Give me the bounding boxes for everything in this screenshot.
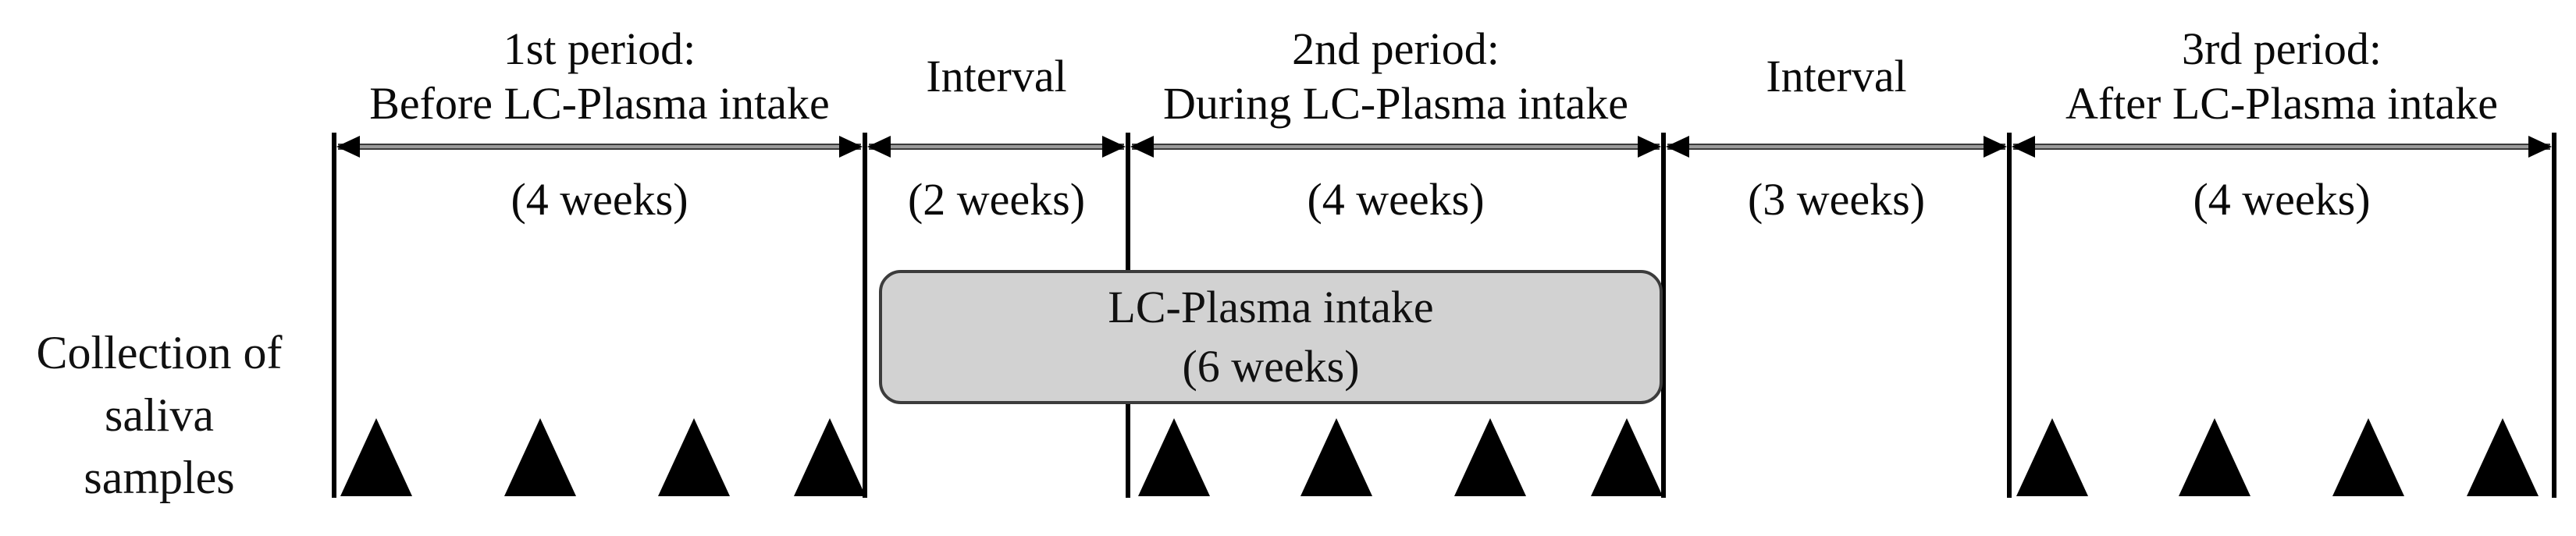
double-arrow-period-2	[1130, 135, 1661, 158]
saliva-sample-marker	[2179, 418, 2250, 496]
segment-title-period-2: 2nd period: During LC-Plasma intake	[1128, 14, 1663, 139]
saliva-sample-marker	[1138, 418, 1210, 496]
segment-title-line: 2nd period:	[1292, 23, 1500, 74]
saliva-sample-marker	[2467, 418, 2539, 496]
arrow-head-right-icon	[1984, 136, 2007, 158]
segment-title-period-1: 1st period: Before LC-Plasma intake	[334, 14, 865, 139]
segment-title-line: Interval	[1766, 51, 1907, 101]
arrow-head-right-icon	[839, 136, 863, 158]
timeline-boundary-line	[2552, 133, 2556, 498]
segment-duration-period-2: (4 weeks)	[1307, 173, 1485, 225]
saliva-sample-marker	[1591, 418, 1663, 496]
saliva-sample-marker	[2016, 418, 2088, 496]
arrow-head-right-icon	[1102, 136, 1126, 158]
side-label-line: samples	[84, 452, 235, 503]
saliva-sample-marker	[1300, 418, 1372, 496]
intake-box-line: LC-Plasma intake	[1108, 282, 1434, 332]
segment-title-line: During LC-Plasma intake	[1162, 78, 1628, 129]
side-label-line: saliva	[105, 389, 214, 441]
arrow-head-right-icon	[1638, 136, 1661, 158]
arrow-bar	[869, 144, 1124, 150]
arrow-head-left-icon	[867, 136, 891, 158]
segment-title-line: 1st period:	[503, 23, 696, 74]
saliva-sample-marker	[504, 418, 576, 496]
lc-plasma-intake-box: LC-Plasma intake (6 weeks)	[879, 270, 1663, 404]
arrow-head-right-icon	[2528, 136, 2552, 158]
double-arrow-period-1	[336, 135, 863, 158]
segment-duration-period-1: (4 weeks)	[511, 173, 688, 225]
side-label-collection-of-saliva-samples: Collection of saliva samples	[2, 321, 317, 509]
segment-title-interval-2: Interval	[1663, 14, 2009, 139]
arrow-bar	[1667, 144, 2005, 150]
segment-title-line: 3rd period:	[2181, 23, 2382, 74]
segment-title-interval-1: Interval	[865, 14, 1128, 139]
segment-duration-period-3: (4 weeks)	[2193, 173, 2371, 225]
side-label-line: Collection of	[36, 327, 283, 378]
arrow-head-left-icon	[336, 136, 360, 158]
saliva-sample-marker	[340, 418, 412, 496]
segment-title-period-3: 3rd period: After LC-Plasma intake	[2009, 14, 2554, 139]
saliva-sample-marker	[658, 418, 730, 496]
arrow-bar	[1132, 144, 1660, 150]
segment-duration-interval-1: (2 weeks)	[907, 173, 1086, 225]
segment-duration-interval-2: (3 weeks)	[1747, 173, 1926, 225]
double-arrow-interval-2	[1666, 135, 2007, 158]
timeline-boundary-line	[2007, 133, 2012, 498]
arrow-head-left-icon	[1666, 136, 1689, 158]
saliva-sample-marker	[794, 418, 866, 496]
segment-title-line: Before LC-Plasma intake	[369, 78, 830, 129]
double-arrow-period-3	[2012, 135, 2552, 158]
segment-title-line: Interval	[926, 51, 1067, 101]
arrow-bar	[338, 144, 861, 150]
double-arrow-interval-1	[867, 135, 1126, 158]
timeline-boundary-line	[332, 133, 336, 498]
segment-title-line: After LC-Plasma intake	[2065, 78, 2499, 129]
arrow-head-left-icon	[1130, 136, 1154, 158]
intake-box-line: (6 weeks)	[1182, 341, 1360, 392]
arrow-head-left-icon	[2012, 136, 2035, 158]
saliva-sample-marker	[1454, 418, 1526, 496]
timeline-boundary-line	[863, 133, 867, 498]
timeline-boundary-line	[1661, 133, 1666, 498]
saliva-sample-marker	[2332, 418, 2404, 496]
arrow-bar	[2013, 144, 2550, 150]
